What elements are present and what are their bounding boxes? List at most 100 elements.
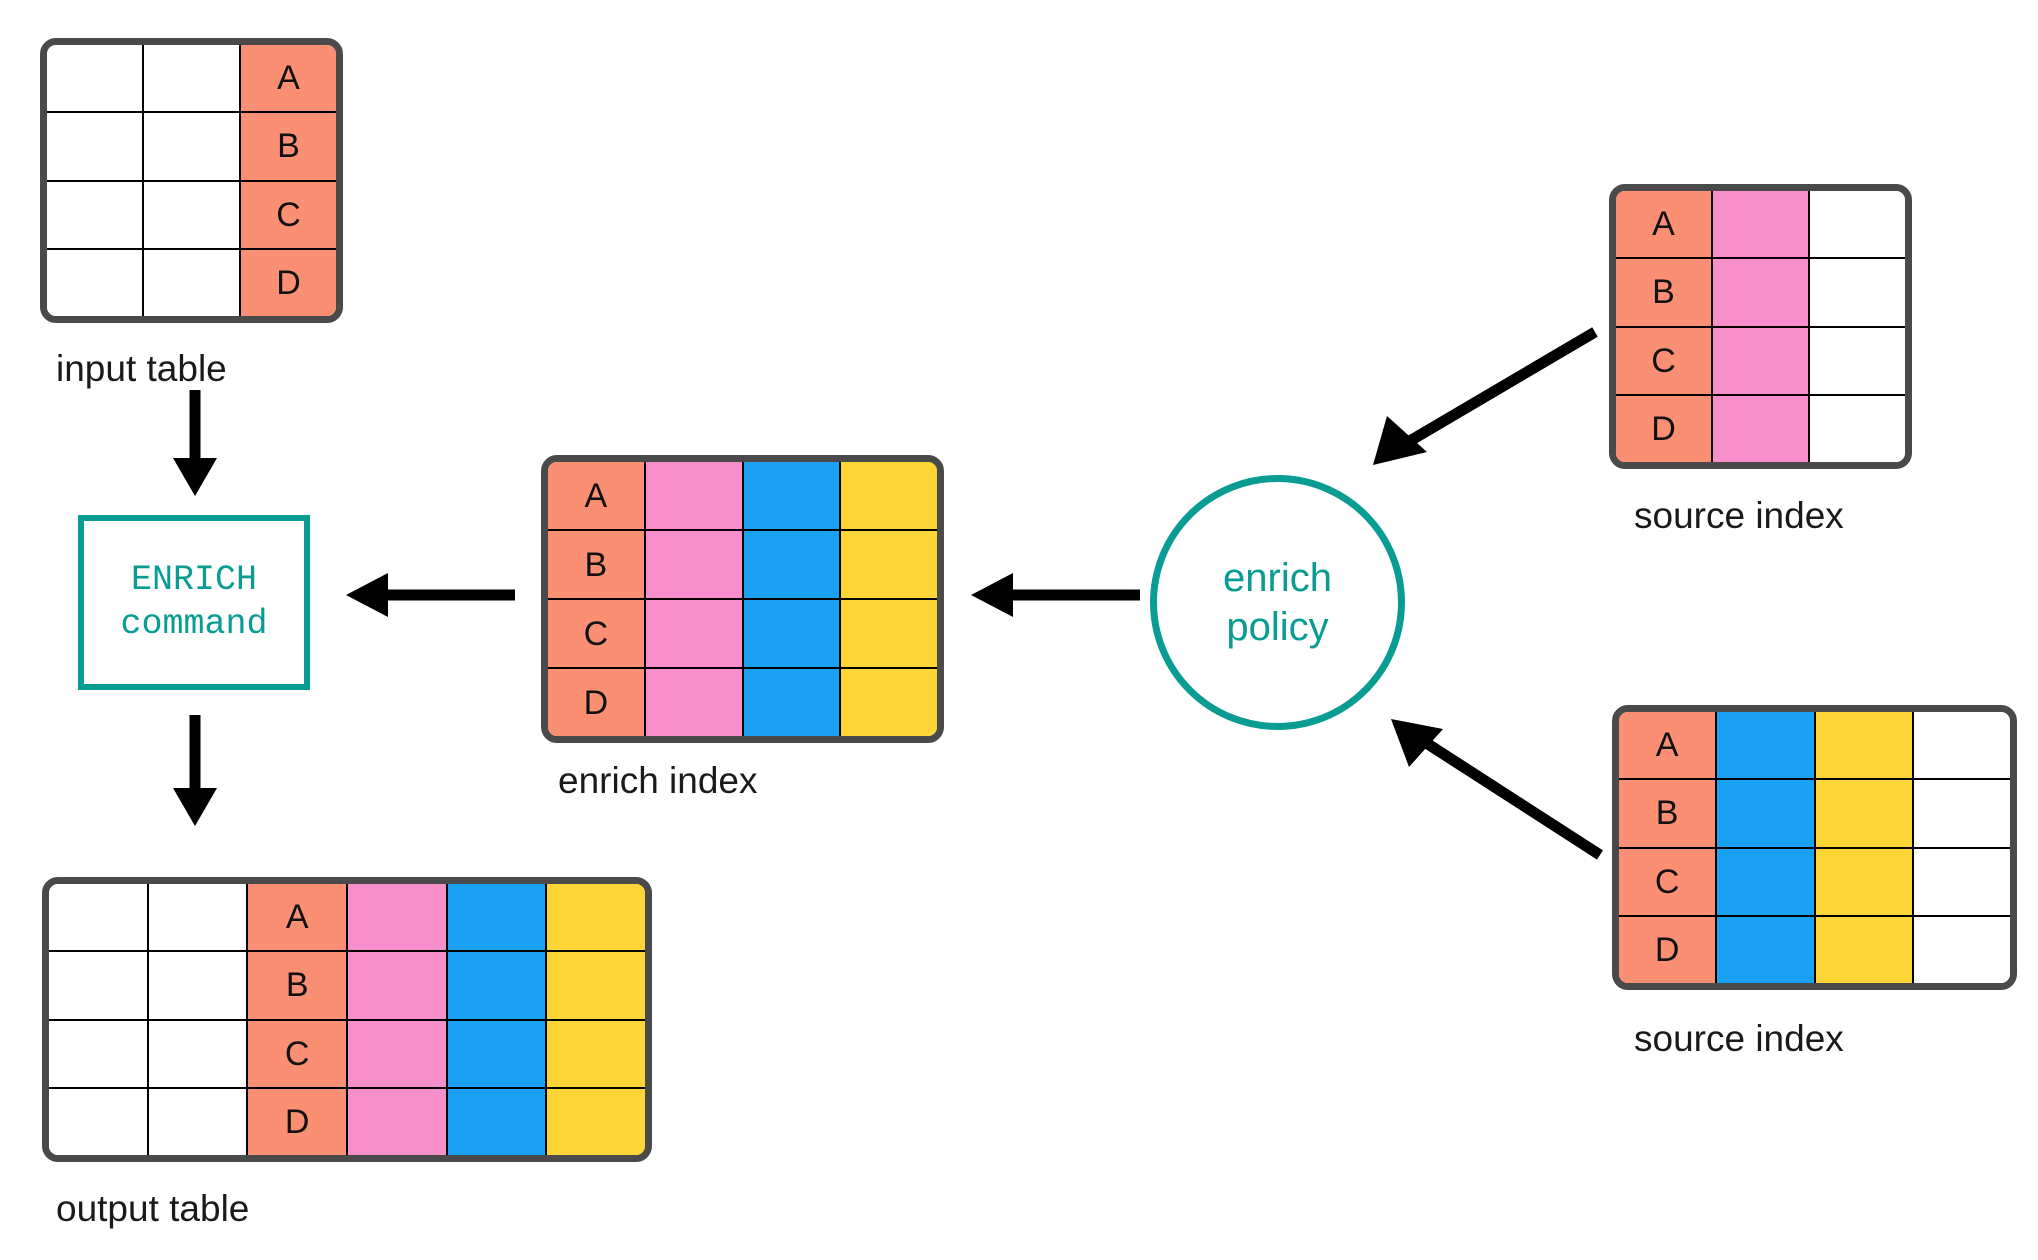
table-cell xyxy=(1717,780,1816,847)
arrow-command-to-output xyxy=(173,715,217,826)
table-cell xyxy=(1815,848,1914,915)
table-cell xyxy=(547,884,645,951)
table-cell xyxy=(1713,259,1810,326)
table-cell xyxy=(1815,916,1914,983)
table-cell xyxy=(645,669,744,736)
enrich-policy-line-2: policy xyxy=(1226,604,1329,649)
table-cell xyxy=(1913,712,2010,779)
table-cell xyxy=(1810,395,1905,462)
table-cell xyxy=(645,462,744,529)
table-cell xyxy=(645,531,744,598)
table-cell-key: A xyxy=(1619,712,1718,779)
table-cell xyxy=(49,1020,149,1087)
table-row: A xyxy=(49,884,645,953)
source-index-bottom-label: source index xyxy=(1634,1018,1844,1059)
table-cell xyxy=(1717,916,1816,983)
table-cell-key: B xyxy=(241,113,336,180)
table-row: B xyxy=(49,952,645,1021)
table-row: D xyxy=(1619,916,2010,983)
table-cell xyxy=(1810,191,1905,258)
table-row: C xyxy=(1616,327,1905,396)
table-cell xyxy=(144,181,241,248)
table-cell xyxy=(148,952,249,1019)
table-row: B xyxy=(1616,259,1905,328)
table-cell xyxy=(148,884,249,951)
source-index-top-label: source index xyxy=(1634,495,1844,536)
table-cell xyxy=(148,1020,249,1087)
table-cell xyxy=(743,462,842,529)
table-cell-key: C xyxy=(241,181,336,248)
table-row: D xyxy=(1616,395,1905,462)
table-cell xyxy=(1913,916,2010,983)
table-cell xyxy=(743,600,842,667)
arrow-policy-to-enrich-index xyxy=(971,573,1140,617)
enrich-index-label: enrich index xyxy=(558,760,758,801)
table-cell xyxy=(841,462,937,529)
table-cell xyxy=(1713,395,1810,462)
table-row: B xyxy=(548,531,937,600)
table-cell xyxy=(447,952,548,1019)
table-cell xyxy=(1810,259,1905,326)
table-row: C xyxy=(1619,848,2010,917)
table-cell xyxy=(841,600,937,667)
table-cell xyxy=(148,1088,249,1155)
table-cell-key: B xyxy=(1619,780,1718,847)
table-cell xyxy=(743,669,842,736)
table-cell xyxy=(348,1020,448,1087)
table-cell xyxy=(1717,712,1816,779)
enrich-policy-node[interactable]: enrich policy xyxy=(1150,475,1405,730)
enrich-command-box[interactable]: ENRICH command xyxy=(78,515,310,690)
table-cell xyxy=(144,249,241,316)
table-row: A xyxy=(548,462,937,531)
table-cell xyxy=(47,249,144,316)
table-cell xyxy=(1815,780,1914,847)
table-cell xyxy=(47,181,144,248)
table-cell-key: A xyxy=(548,462,646,529)
enrich-policy-line-1: enrich xyxy=(1223,555,1332,600)
table-cell xyxy=(447,884,548,951)
table-cell-key: B xyxy=(248,952,349,1019)
arrow-source-bottom-to-policy xyxy=(1391,719,1603,860)
table-cell xyxy=(348,952,448,1019)
table-cell-key: A xyxy=(241,45,336,112)
table-cell xyxy=(447,1020,548,1087)
table-cell-key: D xyxy=(241,249,336,316)
table-cell xyxy=(547,1020,645,1087)
table-cell xyxy=(1713,327,1810,394)
enrich-command-line-1: ENRICH xyxy=(130,559,258,600)
table-row: B xyxy=(47,113,336,182)
table-cell xyxy=(447,1088,548,1155)
table-cell-key: C xyxy=(548,600,646,667)
table-cell-key: A xyxy=(248,884,349,951)
table-cell xyxy=(1913,780,2010,847)
enrich-command-line-2: command xyxy=(120,603,268,644)
table-cell-key: B xyxy=(1616,259,1713,326)
table-cell xyxy=(49,1088,149,1155)
table-cell-key: C xyxy=(248,1020,349,1087)
table-cell xyxy=(1717,848,1816,915)
table-row: D xyxy=(49,1088,645,1155)
table-cell xyxy=(547,1088,645,1155)
input-table-label: input table xyxy=(56,348,227,389)
table-cell xyxy=(1913,848,2010,915)
table-cell xyxy=(47,45,144,112)
table-cell-key: C xyxy=(1616,327,1713,394)
table-cell xyxy=(49,884,149,951)
table-cell xyxy=(841,531,937,598)
table-row: A xyxy=(1619,712,2010,781)
table-row: D xyxy=(548,669,937,736)
table-cell xyxy=(645,600,744,667)
table-cell xyxy=(144,113,241,180)
table-cell xyxy=(348,1088,448,1155)
table-row: C xyxy=(548,600,937,669)
table-row: A xyxy=(47,45,336,114)
table-row: B xyxy=(1619,780,2010,849)
table-cell xyxy=(1810,327,1905,394)
table-cell-key: D xyxy=(1616,395,1713,462)
table-cell-key: A xyxy=(1616,191,1713,258)
